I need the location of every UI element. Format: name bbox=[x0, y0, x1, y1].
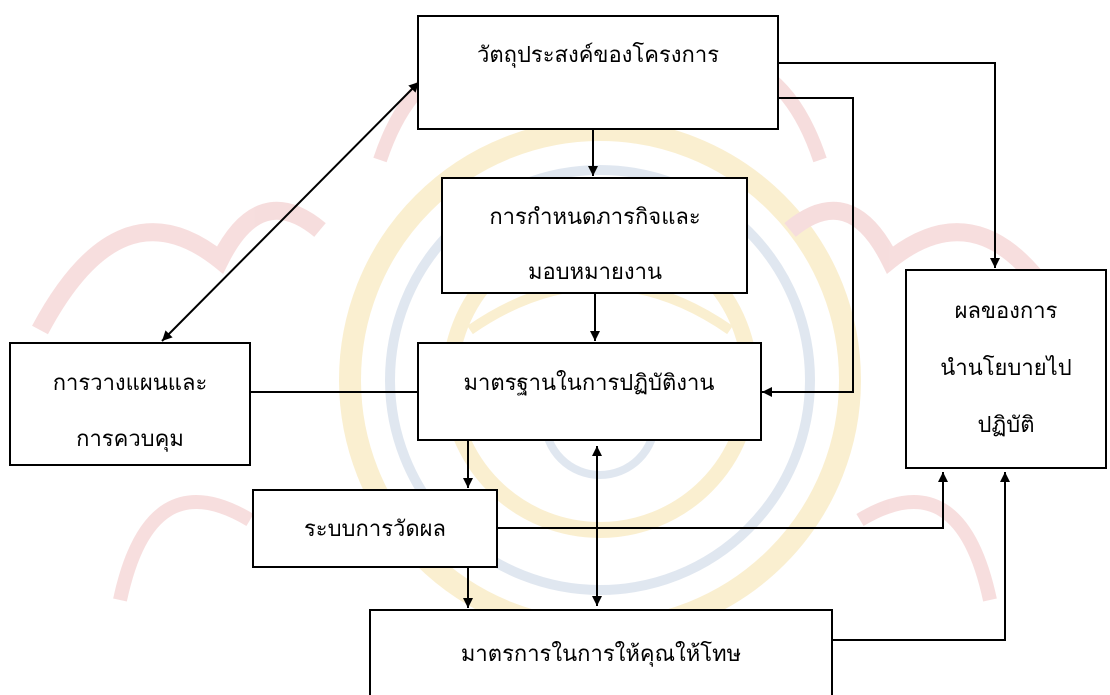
arrow-objectives-to-standards bbox=[762, 97, 854, 397]
node-outcome: ผลของการ นำนโยบายไป ปฏิบัติ bbox=[905, 269, 1107, 469]
node-mission-line-1: มอบหมายงาน bbox=[528, 260, 662, 285]
node-planning-line-0: การวางแผนและ bbox=[53, 371, 208, 396]
node-planning: การวางแผนและ การควบคุม bbox=[9, 342, 251, 466]
node-outcome-line-2: ปฏิบัติ bbox=[978, 413, 1035, 438]
node-objectives: วัตถุประสงค์ของโครงการ bbox=[417, 15, 779, 130]
arrow-planning-objectives bbox=[161, 81, 420, 342]
node-measurement-line-0: ระบบการวัดผล bbox=[304, 517, 446, 542]
node-objectives-line-0: วัตถุประสงค์ของโครงการ bbox=[477, 42, 719, 68]
arrow-objectives-to-outcome bbox=[779, 62, 1000, 268]
node-mission-line-0: การกำหนดภารกิจและ bbox=[489, 205, 700, 230]
node-measurement: ระบบการวัดผล bbox=[252, 489, 498, 568]
node-standards-line-0: มาตรฐานในการปฏิบัติงาน bbox=[464, 370, 715, 396]
arrow-measurement-to-outcome bbox=[498, 472, 948, 529]
node-incentives-line-0: มาตรการในการให้คุณให้โทษ bbox=[461, 641, 741, 667]
connectors bbox=[161, 62, 1010, 641]
node-planning-line-1: การควบคุม bbox=[76, 427, 184, 452]
node-outcome-line-1: นำนโยบายไป bbox=[940, 355, 1071, 381]
arrow-incentives-to-outcome bbox=[832, 472, 1010, 641]
node-incentives: มาตรการในการให้คุณให้โทษ bbox=[369, 609, 833, 695]
node-standards: มาตรฐานในการปฏิบัติงาน bbox=[417, 342, 762, 441]
node-outcome-line-0: ผลของการ bbox=[955, 299, 1058, 324]
node-mission: การกำหนดภารกิจและ มอบหมายงาน bbox=[441, 177, 748, 294]
